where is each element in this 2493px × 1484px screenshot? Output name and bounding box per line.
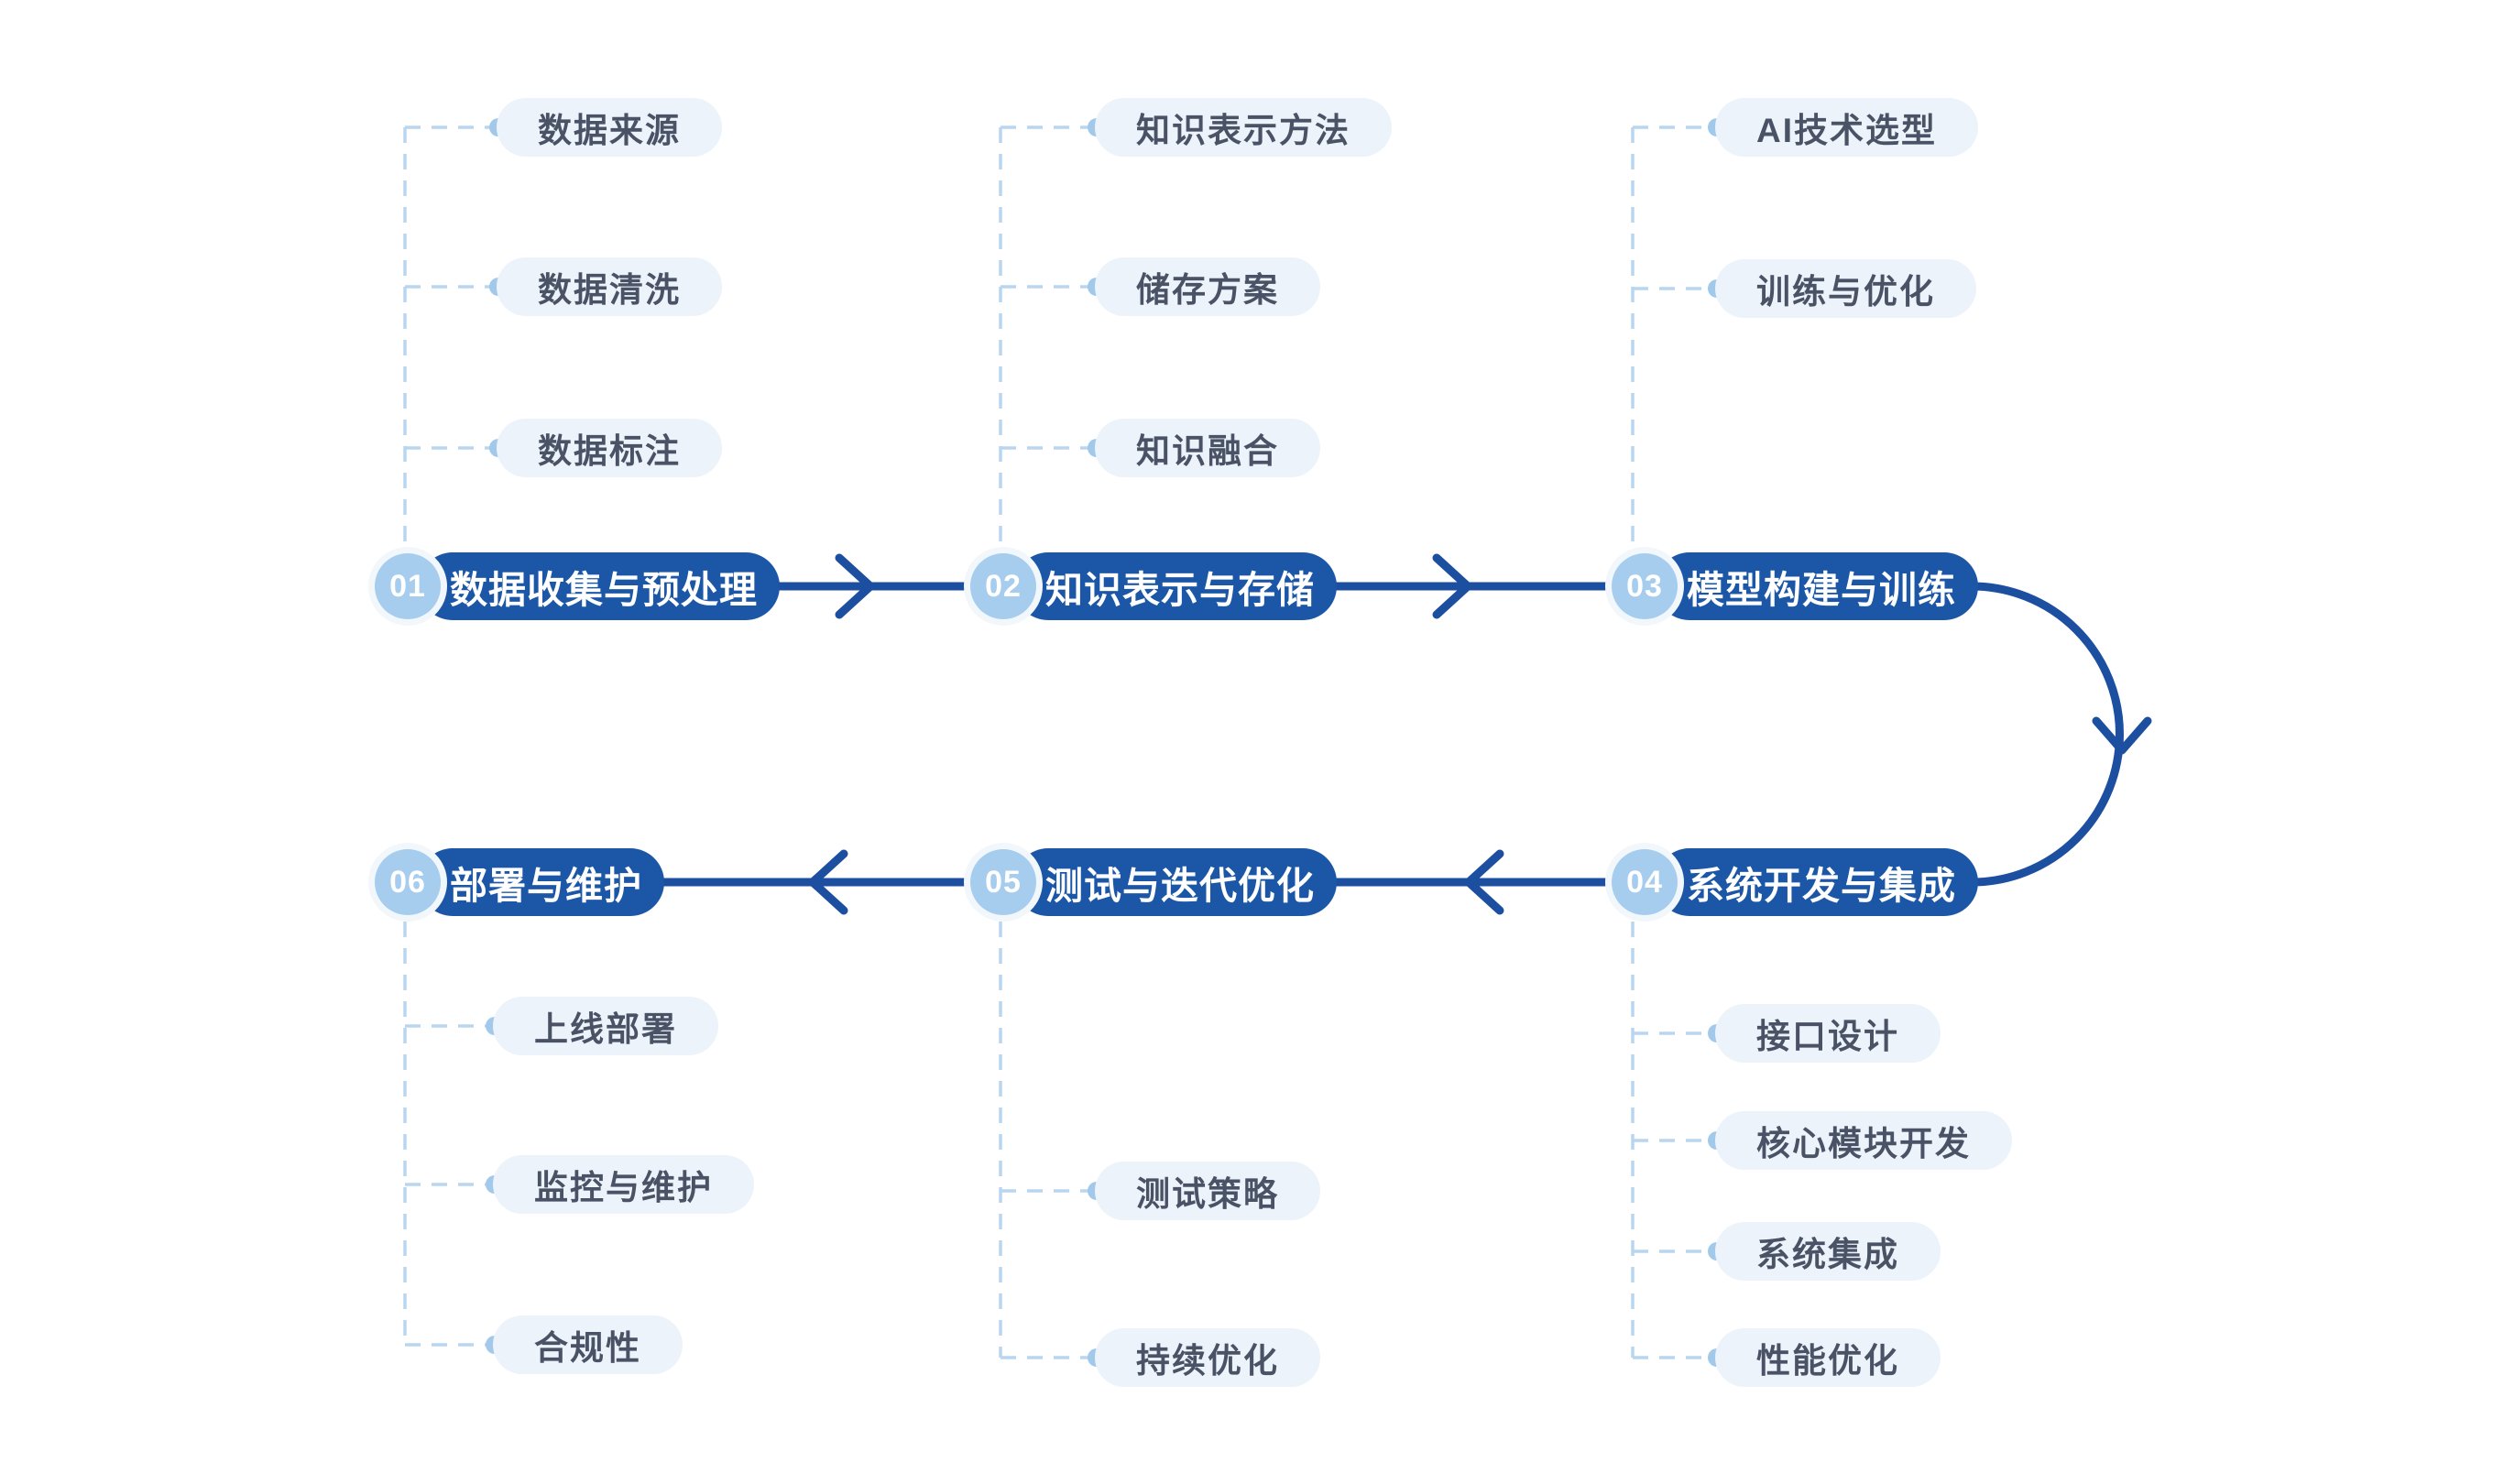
arrowhead-left-icon xyxy=(1464,849,1504,915)
step-badge-halo: 04 xyxy=(1605,843,1684,922)
sub-item-pill: 数据标注 xyxy=(497,419,722,477)
step-number-badge: 05 xyxy=(970,849,1036,915)
step-badge-halo: 01 xyxy=(368,547,447,626)
step-number: 05 xyxy=(985,864,1022,900)
sub-item-pill: 系统集成 xyxy=(1715,1222,1941,1281)
sub-item-label: 储存方案 xyxy=(1136,271,1279,309)
sub-item-label: 训练与优化 xyxy=(1756,273,1935,311)
step-number-badge: 06 xyxy=(375,849,441,915)
step-badge-halo: 03 xyxy=(1605,547,1684,626)
sub-item-label: 接口设计 xyxy=(1756,1018,1899,1055)
sub-item-label: 性能优化 xyxy=(1756,1342,1899,1380)
step-number-badge: 01 xyxy=(375,553,441,619)
step-node-06: 06 部署与维护 xyxy=(368,843,664,922)
sub-item-label: 持续优化 xyxy=(1136,1342,1279,1380)
step-node-05: 05 测试与迭代优化 xyxy=(964,843,1337,922)
sub-item-label: 监控与维护 xyxy=(534,1169,713,1206)
sub-item-pill: 知识融合 xyxy=(1095,419,1320,477)
sub-item-label: 测试策略 xyxy=(1136,1175,1279,1213)
arrowhead-right-icon xyxy=(835,553,875,619)
step-badge-halo: 02 xyxy=(964,547,1043,626)
sub-item-pill: 持续优化 xyxy=(1095,1328,1320,1387)
step-number: 06 xyxy=(389,864,426,900)
step-label-pill: 部署与维护 xyxy=(419,848,664,916)
step-label: 系统开发与集成 xyxy=(1687,865,1956,907)
sub-item-label: 核心模块开发 xyxy=(1756,1125,1971,1162)
sub-item-label: 知识表示方法 xyxy=(1136,112,1350,149)
step-badge-halo: 05 xyxy=(964,843,1043,922)
arrowhead-down-icon xyxy=(2092,716,2152,755)
step-number: 03 xyxy=(1626,568,1663,604)
step-number-badge: 03 xyxy=(1612,553,1678,619)
step-node-04: 04 系统开发与集成 xyxy=(1605,843,1978,922)
subitem-connectors-group-06 xyxy=(403,922,504,1354)
sub-item-pill: 储存方案 xyxy=(1095,257,1320,316)
sub-item-label: 知识融合 xyxy=(1136,432,1279,470)
step-number: 04 xyxy=(1626,864,1663,900)
step-label: 测试与迭代优化 xyxy=(1045,865,1315,907)
sub-item-pill: 合规性 xyxy=(493,1315,683,1374)
step-label: 数据收集与预处理 xyxy=(450,569,758,611)
step-node-02: 02 知识表示与存储 xyxy=(964,547,1337,626)
subitem-connectors-group-03 xyxy=(1631,118,1726,547)
sub-item-label: 数据清洗 xyxy=(538,271,681,309)
subitem-connectors-group-02 xyxy=(999,118,1106,547)
step-node-03: 03 模型构建与训练 xyxy=(1605,547,1978,626)
sub-item-pill: 测试策略 xyxy=(1095,1162,1320,1220)
arrowhead-right-icon xyxy=(1432,553,1472,619)
sub-item-pill: AI技术选型 xyxy=(1715,98,1978,157)
flow-arrow-04-05 xyxy=(1326,849,1610,915)
step-number-badge: 04 xyxy=(1612,849,1678,915)
step-label: 模型构建与训练 xyxy=(1687,569,1956,611)
subitem-connectors-group-04 xyxy=(1631,922,1726,1367)
sub-item-pill: 核心模块开发 xyxy=(1715,1111,2012,1170)
flow-arrow-02-03 xyxy=(1326,553,1610,619)
sub-item-pill: 数据来源 xyxy=(497,98,722,157)
step-label-pill: 模型构建与训练 xyxy=(1656,552,1978,620)
step-label-pill: 测试与迭代优化 xyxy=(1014,848,1337,916)
step-label-pill: 知识表示与存储 xyxy=(1014,552,1337,620)
subitem-connectors-group-05 xyxy=(999,922,1106,1367)
sub-item-pill: 性能优化 xyxy=(1715,1328,1941,1387)
sub-item-label: 数据来源 xyxy=(538,112,681,149)
arrowhead-left-icon xyxy=(808,849,848,915)
step-label-pill: 数据收集与预处理 xyxy=(419,552,780,620)
sub-item-label: 数据标注 xyxy=(538,432,681,470)
step-number: 01 xyxy=(389,568,426,604)
step-node-01: 01 数据收集与预处理 xyxy=(368,547,780,626)
sub-item-pill: 接口设计 xyxy=(1715,1004,1941,1063)
sub-item-label: 上线部署 xyxy=(534,1010,677,1048)
sub-item-pill: 上线部署 xyxy=(493,997,718,1055)
sub-item-pill: 数据清洗 xyxy=(497,257,722,316)
step-label-pill: 系统开发与集成 xyxy=(1656,848,1978,916)
sub-item-label: 合规性 xyxy=(534,1329,641,1367)
flow-arrow-01-02 xyxy=(768,553,968,619)
step-label: 知识表示与存储 xyxy=(1045,569,1315,611)
step-label: 部署与维护 xyxy=(450,865,642,907)
step-number: 02 xyxy=(985,568,1022,604)
sub-item-pill: 监控与维护 xyxy=(493,1155,754,1214)
flow-arc-03-04 xyxy=(1967,582,2152,887)
subitem-connectors-group-01 xyxy=(403,118,508,547)
flow-arrow-05-06 xyxy=(657,849,968,915)
sub-item-label: 系统集成 xyxy=(1756,1236,1899,1273)
sub-item-pill: 训练与优化 xyxy=(1715,259,1976,318)
step-number-badge: 02 xyxy=(970,553,1036,619)
sub-item-label: AI技术选型 xyxy=(1756,112,1937,149)
sub-item-pill: 知识表示方法 xyxy=(1095,98,1392,157)
step-badge-halo: 06 xyxy=(368,843,447,922)
